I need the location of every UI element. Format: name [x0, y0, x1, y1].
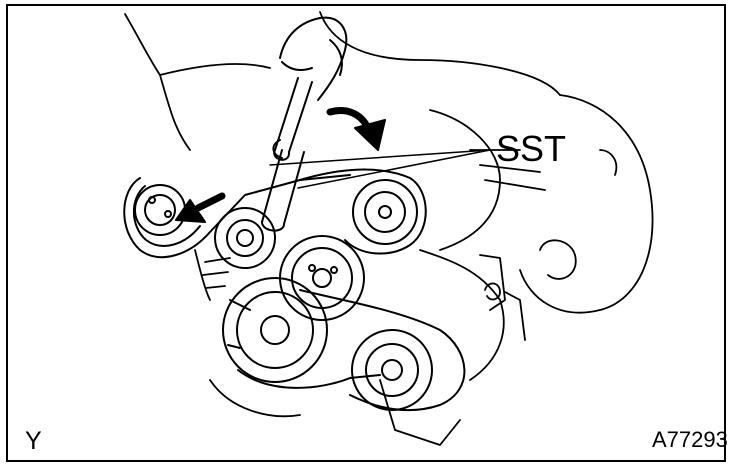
upper-right-pulley: [299, 168, 427, 255]
corner-letter: Y: [25, 427, 42, 455]
sst-lever: [261, 149, 305, 232]
sst-label: SST: [496, 128, 567, 169]
left-pulley: [123, 174, 351, 259]
curved-arrow-icon: [326, 107, 386, 151]
illustration-frame: [6, 4, 726, 462]
sst-leader-lines: [269, 149, 491, 189]
figure-id: A77293: [652, 427, 728, 452]
hand-with-tool: [272, 16, 348, 161]
engine-block-outline: [124, 11, 654, 446]
lower-right-pulley: [237, 289, 466, 412]
tensioner-pulley: [214, 207, 276, 269]
arrow-left-icon: [175, 192, 226, 223]
crankshaft-pulley: [222, 277, 328, 383]
